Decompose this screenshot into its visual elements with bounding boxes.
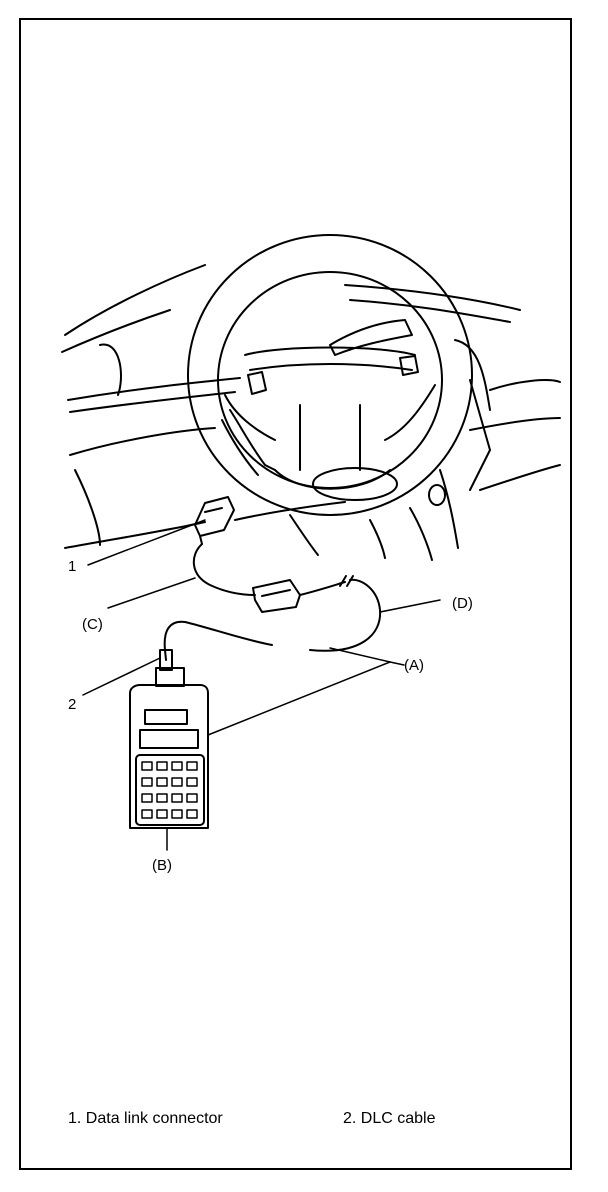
callout-2: 2 <box>68 696 77 713</box>
cable-a <box>163 620 273 661</box>
legend-item-2: 2. DLC cable <box>343 1110 436 1127</box>
leader-lines <box>82 519 441 851</box>
callout-a: (A) <box>404 657 424 674</box>
cable-d <box>299 578 382 652</box>
callout-c: (C) <box>82 616 103 633</box>
dlc-cable-plug <box>155 649 185 687</box>
callout-1: 1 <box>68 558 77 575</box>
figure-frame <box>19 18 572 1170</box>
steering-wheel <box>187 234 473 516</box>
dashboard <box>61 264 561 561</box>
callout-b: (B) <box>152 857 172 874</box>
cable-junction <box>252 579 301 613</box>
legend-item-1: 1. Data link connector <box>68 1110 223 1127</box>
callout-d: (D) <box>452 595 473 612</box>
data-link-connector <box>194 496 235 545</box>
scan-tool <box>129 684 209 829</box>
cable-break-mark <box>339 575 354 587</box>
cable-c <box>192 543 256 596</box>
